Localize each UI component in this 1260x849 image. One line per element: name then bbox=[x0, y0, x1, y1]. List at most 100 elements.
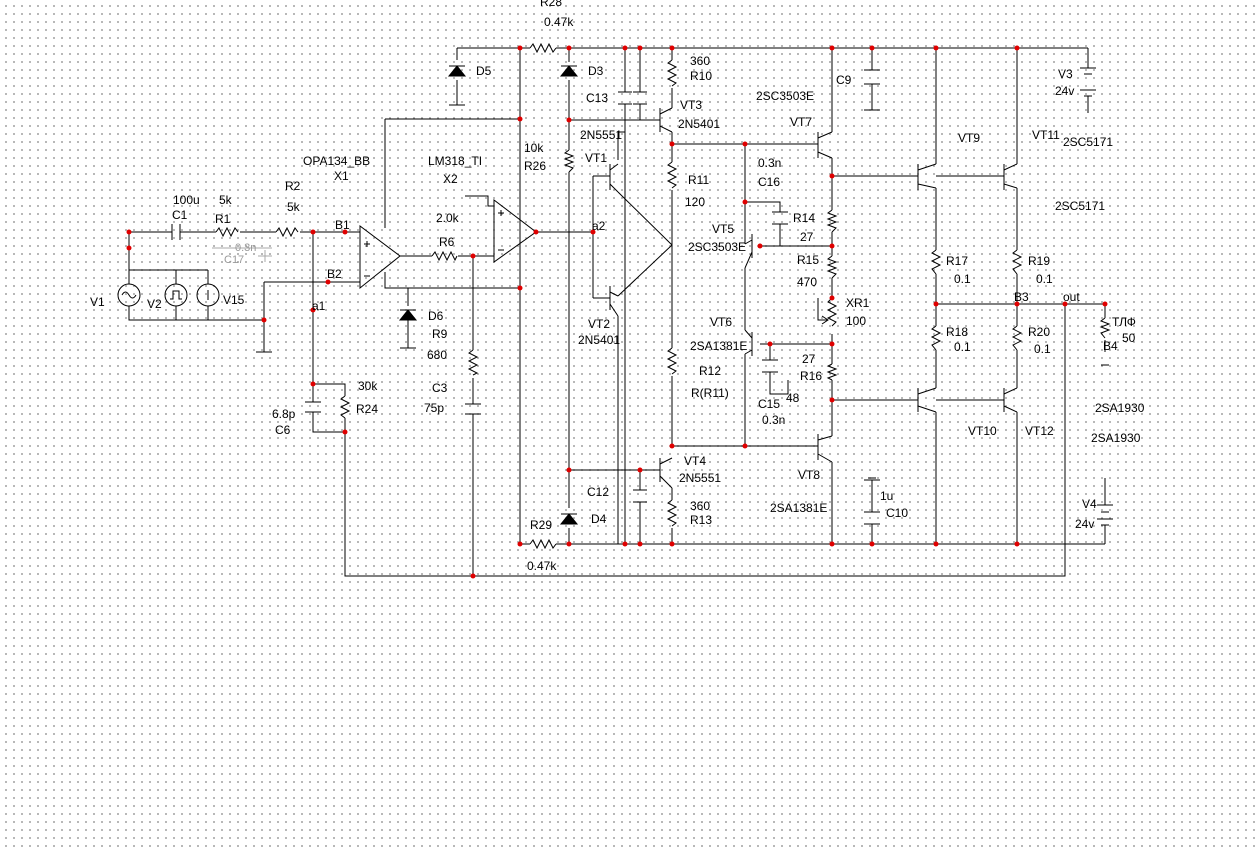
r11-value: 120 bbox=[685, 195, 705, 209]
vt5-label: VT5 bbox=[712, 222, 734, 236]
vt8-label: VT8 bbox=[798, 468, 820, 482]
vt2-model: 2N5401 bbox=[578, 333, 620, 347]
capacitor-c1 bbox=[171, 224, 181, 240]
r1-name: R1 bbox=[215, 212, 231, 226]
resistor-r10 bbox=[666, 59, 678, 87]
x1-label: X1 bbox=[334, 169, 349, 183]
c15-value: 0.3n bbox=[762, 413, 785, 427]
r18-value: 0.1 bbox=[954, 340, 971, 354]
vt8-model: 2SA1381E bbox=[770, 501, 827, 515]
net-a2: a2 bbox=[592, 219, 606, 233]
diode-d6 bbox=[398, 309, 418, 321]
transistor-vt11 bbox=[1003, 163, 1018, 190]
r13-name: R13 bbox=[690, 513, 712, 527]
r6-name: R6 bbox=[439, 235, 455, 249]
junction-dot bbox=[829, 295, 835, 301]
d3-label: D3 bbox=[588, 64, 604, 78]
capacitor-c3 bbox=[465, 403, 481, 415]
junction-dot bbox=[669, 443, 675, 449]
vt10-model: 2SA1930 bbox=[1091, 431, 1141, 445]
r16-value: 27 bbox=[802, 352, 816, 366]
vt9-label: VT9 bbox=[958, 131, 980, 145]
junction-dot bbox=[669, 45, 675, 51]
v15-label: V15 bbox=[223, 293, 245, 307]
r14-name: R14 bbox=[793, 211, 815, 225]
x2-model: LM318_TI bbox=[428, 154, 482, 168]
r28-name: R28 bbox=[540, 0, 562, 9]
c16-value: 0.3n bbox=[758, 156, 781, 170]
d4-label: D4 bbox=[591, 512, 607, 526]
v1-label: V1 bbox=[90, 295, 105, 309]
d6-label: D6 bbox=[428, 309, 444, 323]
junction-dot bbox=[933, 541, 939, 547]
c10-value: 1u bbox=[880, 489, 893, 503]
junction-dot bbox=[742, 199, 748, 205]
resistor-r29 bbox=[529, 538, 557, 550]
c13-label: C13 bbox=[586, 91, 608, 105]
junction-dot bbox=[470, 573, 476, 579]
vt1-model: 2N5551 bbox=[580, 128, 622, 142]
junction-dot bbox=[261, 317, 267, 323]
junction-dot bbox=[310, 381, 316, 387]
transistor-vt10 bbox=[917, 387, 937, 413]
c1-name: C1 bbox=[172, 208, 188, 222]
junction-dot bbox=[622, 541, 628, 547]
vt4-label: VT4 bbox=[684, 454, 706, 468]
source-v1 bbox=[117, 283, 141, 307]
resistor-r2 bbox=[275, 226, 299, 238]
junction-dot bbox=[342, 429, 348, 435]
diode-d5 bbox=[447, 65, 467, 77]
r10-value: 360 bbox=[690, 54, 710, 68]
vt11-model: 2SC5171 bbox=[1063, 135, 1113, 149]
junction-dot bbox=[742, 141, 748, 147]
r1-value: 5k bbox=[219, 193, 233, 207]
junction-dot bbox=[126, 245, 132, 251]
component-labels: R28 0.47k D5 D3 360 R10 C13 VT3 2N5401 2… bbox=[90, 0, 1145, 573]
vt11-label: VT11 bbox=[1032, 128, 1060, 142]
junction-dot bbox=[533, 229, 539, 235]
net-a1: a1 bbox=[312, 299, 326, 313]
r16-name: R16 bbox=[800, 369, 822, 383]
r29-name: R29 bbox=[530, 518, 552, 532]
junction-dot bbox=[637, 45, 643, 51]
r13-value: 360 bbox=[690, 499, 710, 513]
diode-d3 bbox=[559, 65, 579, 77]
resistor-r20 bbox=[1011, 325, 1023, 351]
resistor-r14 bbox=[826, 209, 838, 233]
vt1-label: VT1 bbox=[585, 151, 607, 165]
capacitor-c13 bbox=[618, 91, 647, 105]
resistor-r26 bbox=[563, 149, 575, 173]
junction-dot bbox=[869, 541, 875, 547]
r2-name: R2 bbox=[285, 179, 301, 193]
r26-name: R26 bbox=[524, 159, 546, 173]
junction-dot bbox=[669, 541, 675, 547]
components bbox=[117, 42, 1113, 550]
junction-dot bbox=[566, 117, 572, 123]
resistor-r15 bbox=[826, 255, 838, 279]
xr1-name: XR1 bbox=[846, 296, 870, 310]
junction-dot bbox=[1014, 541, 1020, 547]
r19-value: 0.1 bbox=[1036, 272, 1053, 286]
c1-value: 100u bbox=[173, 193, 200, 207]
d5-label: D5 bbox=[476, 64, 492, 78]
resistor-r1 bbox=[215, 226, 239, 238]
diode-d4 bbox=[559, 513, 579, 525]
r9-name: R9 bbox=[432, 327, 448, 341]
r11-name: R11 bbox=[688, 173, 709, 187]
c10-name: C10 bbox=[886, 506, 908, 520]
r2-value: 5k bbox=[287, 200, 301, 214]
capacitor-c9 bbox=[864, 69, 880, 111]
vt6-model: 2SA1381E bbox=[690, 339, 747, 353]
vt4-model: 2N5551 bbox=[679, 471, 721, 485]
x2-label: X2 bbox=[443, 172, 458, 186]
junction-dot bbox=[325, 279, 331, 285]
r17-value: 0.1 bbox=[954, 272, 971, 286]
transistor-vt9 bbox=[917, 163, 937, 190]
c16-name: C16 bbox=[758, 175, 780, 189]
vt12-model: 2SA1930 bbox=[1095, 401, 1145, 415]
net-b1: B1 bbox=[335, 218, 350, 232]
resistor-r18 bbox=[930, 325, 942, 351]
resistor-r19 bbox=[1011, 249, 1023, 275]
r10-name: R10 bbox=[690, 69, 712, 83]
